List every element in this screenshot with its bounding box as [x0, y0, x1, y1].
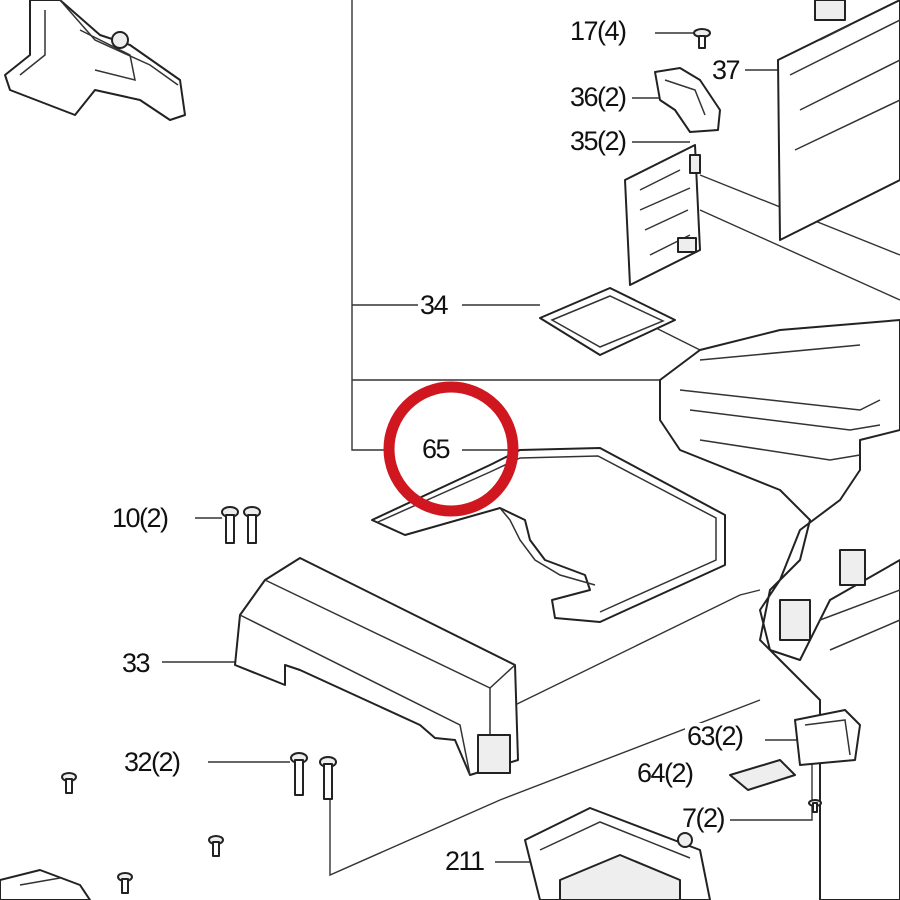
- callout-65: 65: [420, 434, 452, 464]
- screw-7: [808, 799, 822, 813]
- gasket-65: [371, 447, 726, 623]
- callout-7: 7(2): [680, 803, 727, 833]
- callout-34: 34: [418, 290, 450, 320]
- bottom-left-part: [0, 869, 91, 900]
- screws-32: [290, 752, 337, 800]
- gasket-34: [539, 287, 676, 356]
- screw-17: [693, 28, 711, 49]
- highlight-ring: [383, 381, 519, 517]
- callout-211: 211: [443, 846, 486, 876]
- top-left-bracket-part: [4, 0, 186, 121]
- callout-10: 10(2): [110, 503, 170, 533]
- switch-211: [524, 807, 711, 900]
- board-37: [777, 0, 900, 241]
- callout-37: 37: [710, 55, 742, 85]
- assembly-leader-lines: [162, 0, 900, 877]
- callout-32: 32(2): [122, 747, 182, 777]
- circuit-board-35: [624, 144, 701, 286]
- callout-33: 33: [120, 648, 152, 678]
- callout-63: 63(2): [685, 721, 745, 751]
- callout-36: 36(2): [568, 82, 628, 112]
- plate-64: [729, 759, 796, 791]
- screws-10: [221, 506, 261, 544]
- callout-17: 17(4): [568, 16, 628, 46]
- callout-64: 64(2): [635, 758, 695, 788]
- small-screws: [61, 772, 224, 894]
- clip-36: [654, 67, 721, 133]
- bracket-63: [794, 709, 861, 766]
- cover-33: [234, 557, 519, 776]
- callout-35: 35(2): [568, 126, 628, 156]
